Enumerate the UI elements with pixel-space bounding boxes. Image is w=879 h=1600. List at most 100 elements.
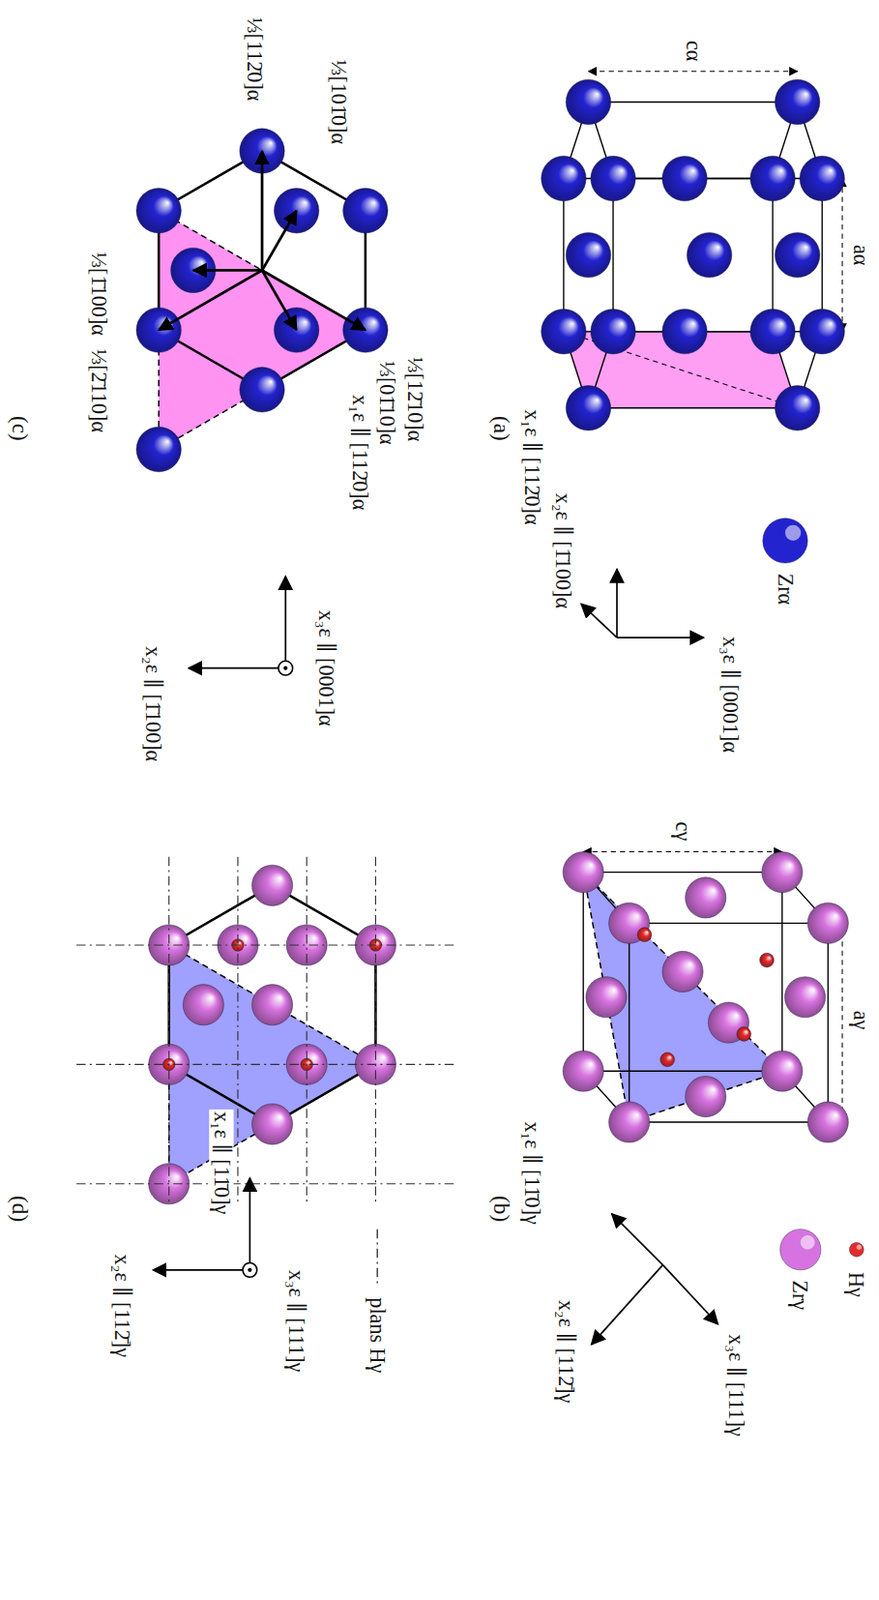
- axis-label: x₂ε ∥ [1̄100]α: [550, 491, 575, 611]
- zr-alpha-atom: [799, 309, 845, 354]
- hydrogen-plane-line: [236, 856, 238, 1204]
- zr-alpha-atom: [774, 79, 820, 124]
- zr-gamma-atom: [251, 1103, 293, 1144]
- burgers-vector: [158, 269, 263, 330]
- hydride-atom: [660, 1052, 675, 1067]
- zr-alpha-atom: [750, 309, 795, 354]
- vector-label: ⅓[112̄0]α: [242, 15, 267, 104]
- hydride-atom: [685, 1075, 727, 1116]
- hexagon-outline: [158, 150, 366, 390]
- lattice-parameter: cγ: [671, 819, 696, 843]
- zr-gamma-atom: [182, 984, 224, 1026]
- lattice-parameter: aγ: [848, 1008, 873, 1032]
- zr-alpha-atom: [541, 309, 586, 354]
- hydrogen-plane-line: [76, 1063, 454, 1065]
- zr-alpha-atom: [799, 155, 845, 201]
- cell-edge: [587, 101, 797, 103]
- zr-alpha-atom: [774, 232, 820, 277]
- cell-edge: [583, 871, 783, 873]
- zr-alpha-atom: [590, 155, 636, 201]
- plane-layer: [158, 210, 797, 1184]
- cell-edge: [562, 178, 564, 332]
- zr-alpha-atom: [774, 385, 820, 431]
- axis-arrow: [249, 1177, 252, 1270]
- vector-label: ⅓[2̄110]α: [87, 347, 112, 436]
- hydride-atom: [637, 927, 652, 942]
- hydride-atom: [807, 902, 849, 943]
- axis-arrow: [284, 576, 287, 669]
- hydride-atom: [586, 976, 627, 1018]
- axis-label: x₃ε ∥ [0001]α: [717, 634, 742, 755]
- dimension-line: [587, 70, 797, 72]
- hydride-atom: [760, 952, 775, 967]
- axis-label: x₂ε ∥ [112̄]γ: [110, 1251, 135, 1359]
- atom-layer: [136, 79, 849, 1204]
- legend-swatch: [849, 1241, 864, 1257]
- zr-alpha-atom: [686, 232, 732, 277]
- cell-edge: [827, 922, 829, 1122]
- cell-edge: [583, 872, 585, 1072]
- axis-arrow: [616, 636, 704, 639]
- hydride-atom: [761, 851, 803, 893]
- legend-text: Hγ: [844, 1269, 869, 1299]
- hydride-atom: [609, 1101, 650, 1143]
- axis-origin: [278, 660, 293, 675]
- hexagon-outline: [169, 884, 377, 1124]
- hydrogen-plane-line: [375, 856, 377, 1204]
- cell-edge: [629, 1120, 829, 1122]
- burgers-vector: [261, 150, 264, 270]
- legend-line-sample: [377, 1229, 379, 1286]
- dimension-line: [583, 850, 783, 852]
- zr-alpha-atom: [343, 188, 388, 234]
- legend-swatch: [762, 518, 808, 563]
- axis-origin-dot: [247, 1267, 252, 1272]
- cell-edge: [628, 922, 630, 1122]
- swatch-highlight: [800, 1234, 816, 1250]
- legend-text: plans Hγ: [364, 1294, 389, 1375]
- legend-layer: [377, 518, 864, 1286]
- legend-text: Zrα: [772, 571, 797, 608]
- axis-arrow: [152, 1268, 250, 1271]
- zr-alpha-atom: [565, 79, 611, 124]
- hydride-atom: [562, 1050, 604, 1091]
- axis-label: x₃ε ∥ [0001]α: [314, 608, 339, 729]
- hydride-atom: [685, 877, 727, 918]
- dimension-line: [842, 178, 844, 332]
- cell-edge: [583, 1070, 783, 1072]
- axis-origin-dot: [283, 666, 288, 671]
- burgers-vector: [193, 268, 263, 272]
- burgers-vector: [262, 269, 366, 330]
- panel-letter: (a): [488, 413, 515, 443]
- hydride-atom: [736, 1026, 752, 1042]
- axis-label: x₁ε ∥ [112̄0]α: [348, 392, 373, 512]
- burgers-vector: [262, 269, 297, 330]
- zr-alpha-atom: [662, 155, 707, 201]
- hydride-atom: [562, 851, 604, 893]
- panel-letter: (c): [7, 413, 34, 443]
- legend-swatch: [780, 1229, 821, 1270]
- hydride-atom: [662, 950, 704, 992]
- hydrogen-plane-line: [76, 1182, 454, 1184]
- cell-edge: [821, 178, 823, 332]
- hydride-atom: [784, 976, 825, 1018]
- axis-label: x₁ε ∥ [11̄0]γ: [208, 1109, 234, 1217]
- axis-arrow: [591, 1264, 664, 1345]
- edge-layer: [158, 71, 843, 1184]
- axis-label: x₁ε ∥ [112̄0]α: [520, 407, 545, 527]
- overlay-layer: [76, 150, 718, 1345]
- zr-alpha-atom: [136, 188, 181, 234]
- axis-arrow: [581, 603, 617, 638]
- axis-arrow: [615, 568, 618, 638]
- vector-label: ⅓[1̄100]α: [87, 249, 112, 338]
- axis-label: x₃ε ∥ [111]γ: [283, 1267, 308, 1375]
- zr-alpha-atom: [565, 385, 611, 431]
- cell-edge: [771, 178, 773, 332]
- hydrogen-plane-line: [306, 856, 308, 1204]
- swatch-highlight: [785, 525, 801, 541]
- axis-arrow: [662, 1264, 718, 1324]
- swatch-highlight: [856, 1244, 862, 1250]
- cell-edge: [781, 872, 783, 1072]
- cell-edge: [612, 178, 614, 332]
- axis-origin: [242, 1261, 258, 1277]
